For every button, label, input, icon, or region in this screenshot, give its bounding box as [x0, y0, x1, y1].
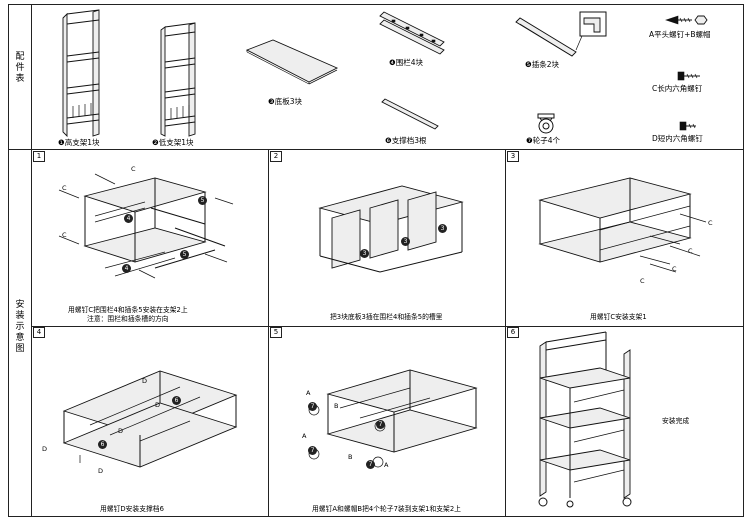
- screw-a-label: A平头螺钉+B螺帽: [649, 30, 711, 39]
- step-1-ball-5: 5: [198, 196, 207, 205]
- step-5-number: 5: [270, 327, 282, 338]
- step-5-drawing: [308, 369, 478, 468]
- parts-table-title: 配件表: [15, 52, 25, 84]
- step-1-caption-line1: 用螺钉C把围栏4和插条5安装在支架2上: [68, 306, 188, 314]
- parts-table-frame: [8, 4, 744, 150]
- step-3-mark-c2: C: [688, 247, 693, 255]
- step-1-mark-c3: C: [131, 165, 136, 173]
- rail-num: ❹: [389, 58, 396, 67]
- sidebar-divider: [8, 4, 32, 517]
- step-5-ball-7d: 7: [366, 460, 375, 469]
- step-2-drawing: [318, 185, 464, 273]
- step-3-drawing: [538, 177, 707, 273]
- step-1-ball-5b: 5: [180, 250, 189, 259]
- screw-c-drawing: [677, 71, 700, 81]
- tall-frame-text: 高支架1块: [64, 138, 100, 147]
- step-5-ball-7a: 7: [308, 402, 317, 411]
- step-3-mark-c1: C: [708, 219, 713, 227]
- support-rod-text: 支撑档3根: [391, 136, 427, 145]
- step-4-mark-d3: D: [118, 427, 124, 435]
- step-5-mark-a2: A: [302, 432, 307, 440]
- step-4-drawing: [62, 370, 238, 468]
- rail-text: 围栏4块: [395, 58, 424, 67]
- step-2-ball-3b: 3: [401, 237, 410, 246]
- screw-d-drawing: [679, 121, 696, 131]
- step-4-number: 4: [33, 327, 45, 338]
- tall-frame-drawing: [62, 9, 100, 138]
- step-4-mark-d5: D: [98, 467, 104, 475]
- step-4-ball-6b: 6: [98, 440, 107, 449]
- step-2-ball-3c: 3: [438, 224, 447, 233]
- support-rod-label: ❻支撑档3根: [385, 136, 427, 145]
- bottom-board-text: 底板3块: [274, 97, 303, 106]
- step-6-number: 6: [507, 327, 519, 338]
- step-2-ball-3a: 3: [360, 249, 369, 258]
- step-4-ball-6a: 6: [172, 396, 181, 405]
- step-1-ball-4: 4: [124, 214, 133, 223]
- screw-a-nut-b-drawing: [665, 15, 708, 25]
- tall-frame-num: ❶: [58, 138, 65, 147]
- rail-drawing: [379, 11, 445, 55]
- step-4-mark-d2: D: [155, 401, 161, 409]
- screw-d-label: D短内六角螺钉: [652, 134, 703, 143]
- rail-label: ❹围栏4块: [389, 58, 423, 67]
- step-3-mark-c3: C: [672, 265, 677, 273]
- step-5-caption: 用螺钉A和螺帽B把4个轮子7装到支架1和支架2上: [312, 505, 461, 513]
- step-6-caption: 安装完成: [662, 417, 690, 425]
- tall-frame-label: ❶高支架1块: [58, 138, 100, 147]
- short-frame-drawing: [160, 22, 196, 137]
- step-1-caption-line2: 注意：围栏和插条槽的方向: [87, 314, 169, 323]
- step-2-caption: 把3块底板3插在围栏4和插条5的槽里: [330, 313, 443, 321]
- support-rod-drawing: [381, 98, 439, 130]
- step-6-drawing: [538, 331, 632, 508]
- step-5-mark-a3: A: [384, 461, 389, 469]
- step-4-mark-d4: D: [42, 445, 48, 453]
- support-rod-num: ❻: [385, 136, 392, 145]
- wheel-drawing: [537, 113, 555, 134]
- install-diagram-title: 安装示意图: [15, 300, 25, 354]
- slot-strip-label: ❺插条2块: [525, 60, 559, 69]
- step-1-ball-4b: 4: [122, 264, 131, 273]
- step-3-number: 3: [507, 151, 519, 162]
- step-3-mark-c4: C: [640, 277, 645, 285]
- step-4-caption: 用螺钉D安装支撑档6: [100, 505, 164, 513]
- grid-col-divider-1: [268, 149, 269, 517]
- short-frame-text: 低支架1块: [158, 138, 194, 147]
- step-1-mark-c: C: [62, 184, 67, 192]
- wheel-num: ❼: [526, 136, 533, 145]
- grid-col-divider-2: [505, 149, 506, 517]
- short-frame-label: ❷低支架1块: [152, 138, 194, 147]
- slot-strip-num: ❺: [525, 60, 532, 69]
- wheel-text: 轮子4个: [532, 136, 561, 145]
- step-5-mark-a1: A: [306, 389, 311, 397]
- step-5-mark-b1: B: [334, 402, 339, 410]
- wheel-label: ❼轮子4个: [526, 136, 560, 145]
- step-5-ball-7b: 7: [308, 446, 317, 455]
- step-1-number: 1: [33, 151, 45, 162]
- step-5-mark-b2: B: [348, 453, 353, 461]
- bottom-board-drawing: [245, 39, 339, 85]
- step-4-mark-d1: D: [142, 377, 148, 385]
- step-2-number: 2: [270, 151, 282, 162]
- slot-strip-text: 插条2块: [531, 60, 560, 69]
- grid-row-divider: [31, 326, 744, 327]
- short-frame-num: ❷: [152, 138, 159, 147]
- step-1-caption: 用螺钉C把围栏4和插条5安装在支架2上 注意：围栏和插条槽的方向: [68, 306, 188, 323]
- step-1-mark-c2: C: [62, 231, 67, 239]
- slot-strip-drawing: [515, 11, 607, 57]
- step-1-drawing: [58, 173, 234, 279]
- step-3-caption: 用螺钉C安装支架1: [590, 313, 647, 321]
- step-5-ball-7c: 7: [376, 420, 385, 429]
- bottom-board-label: ❸底板3块: [268, 97, 302, 106]
- bottom-board-num: ❸: [268, 97, 275, 106]
- screw-c-label: C长内六角螺钉: [652, 84, 703, 93]
